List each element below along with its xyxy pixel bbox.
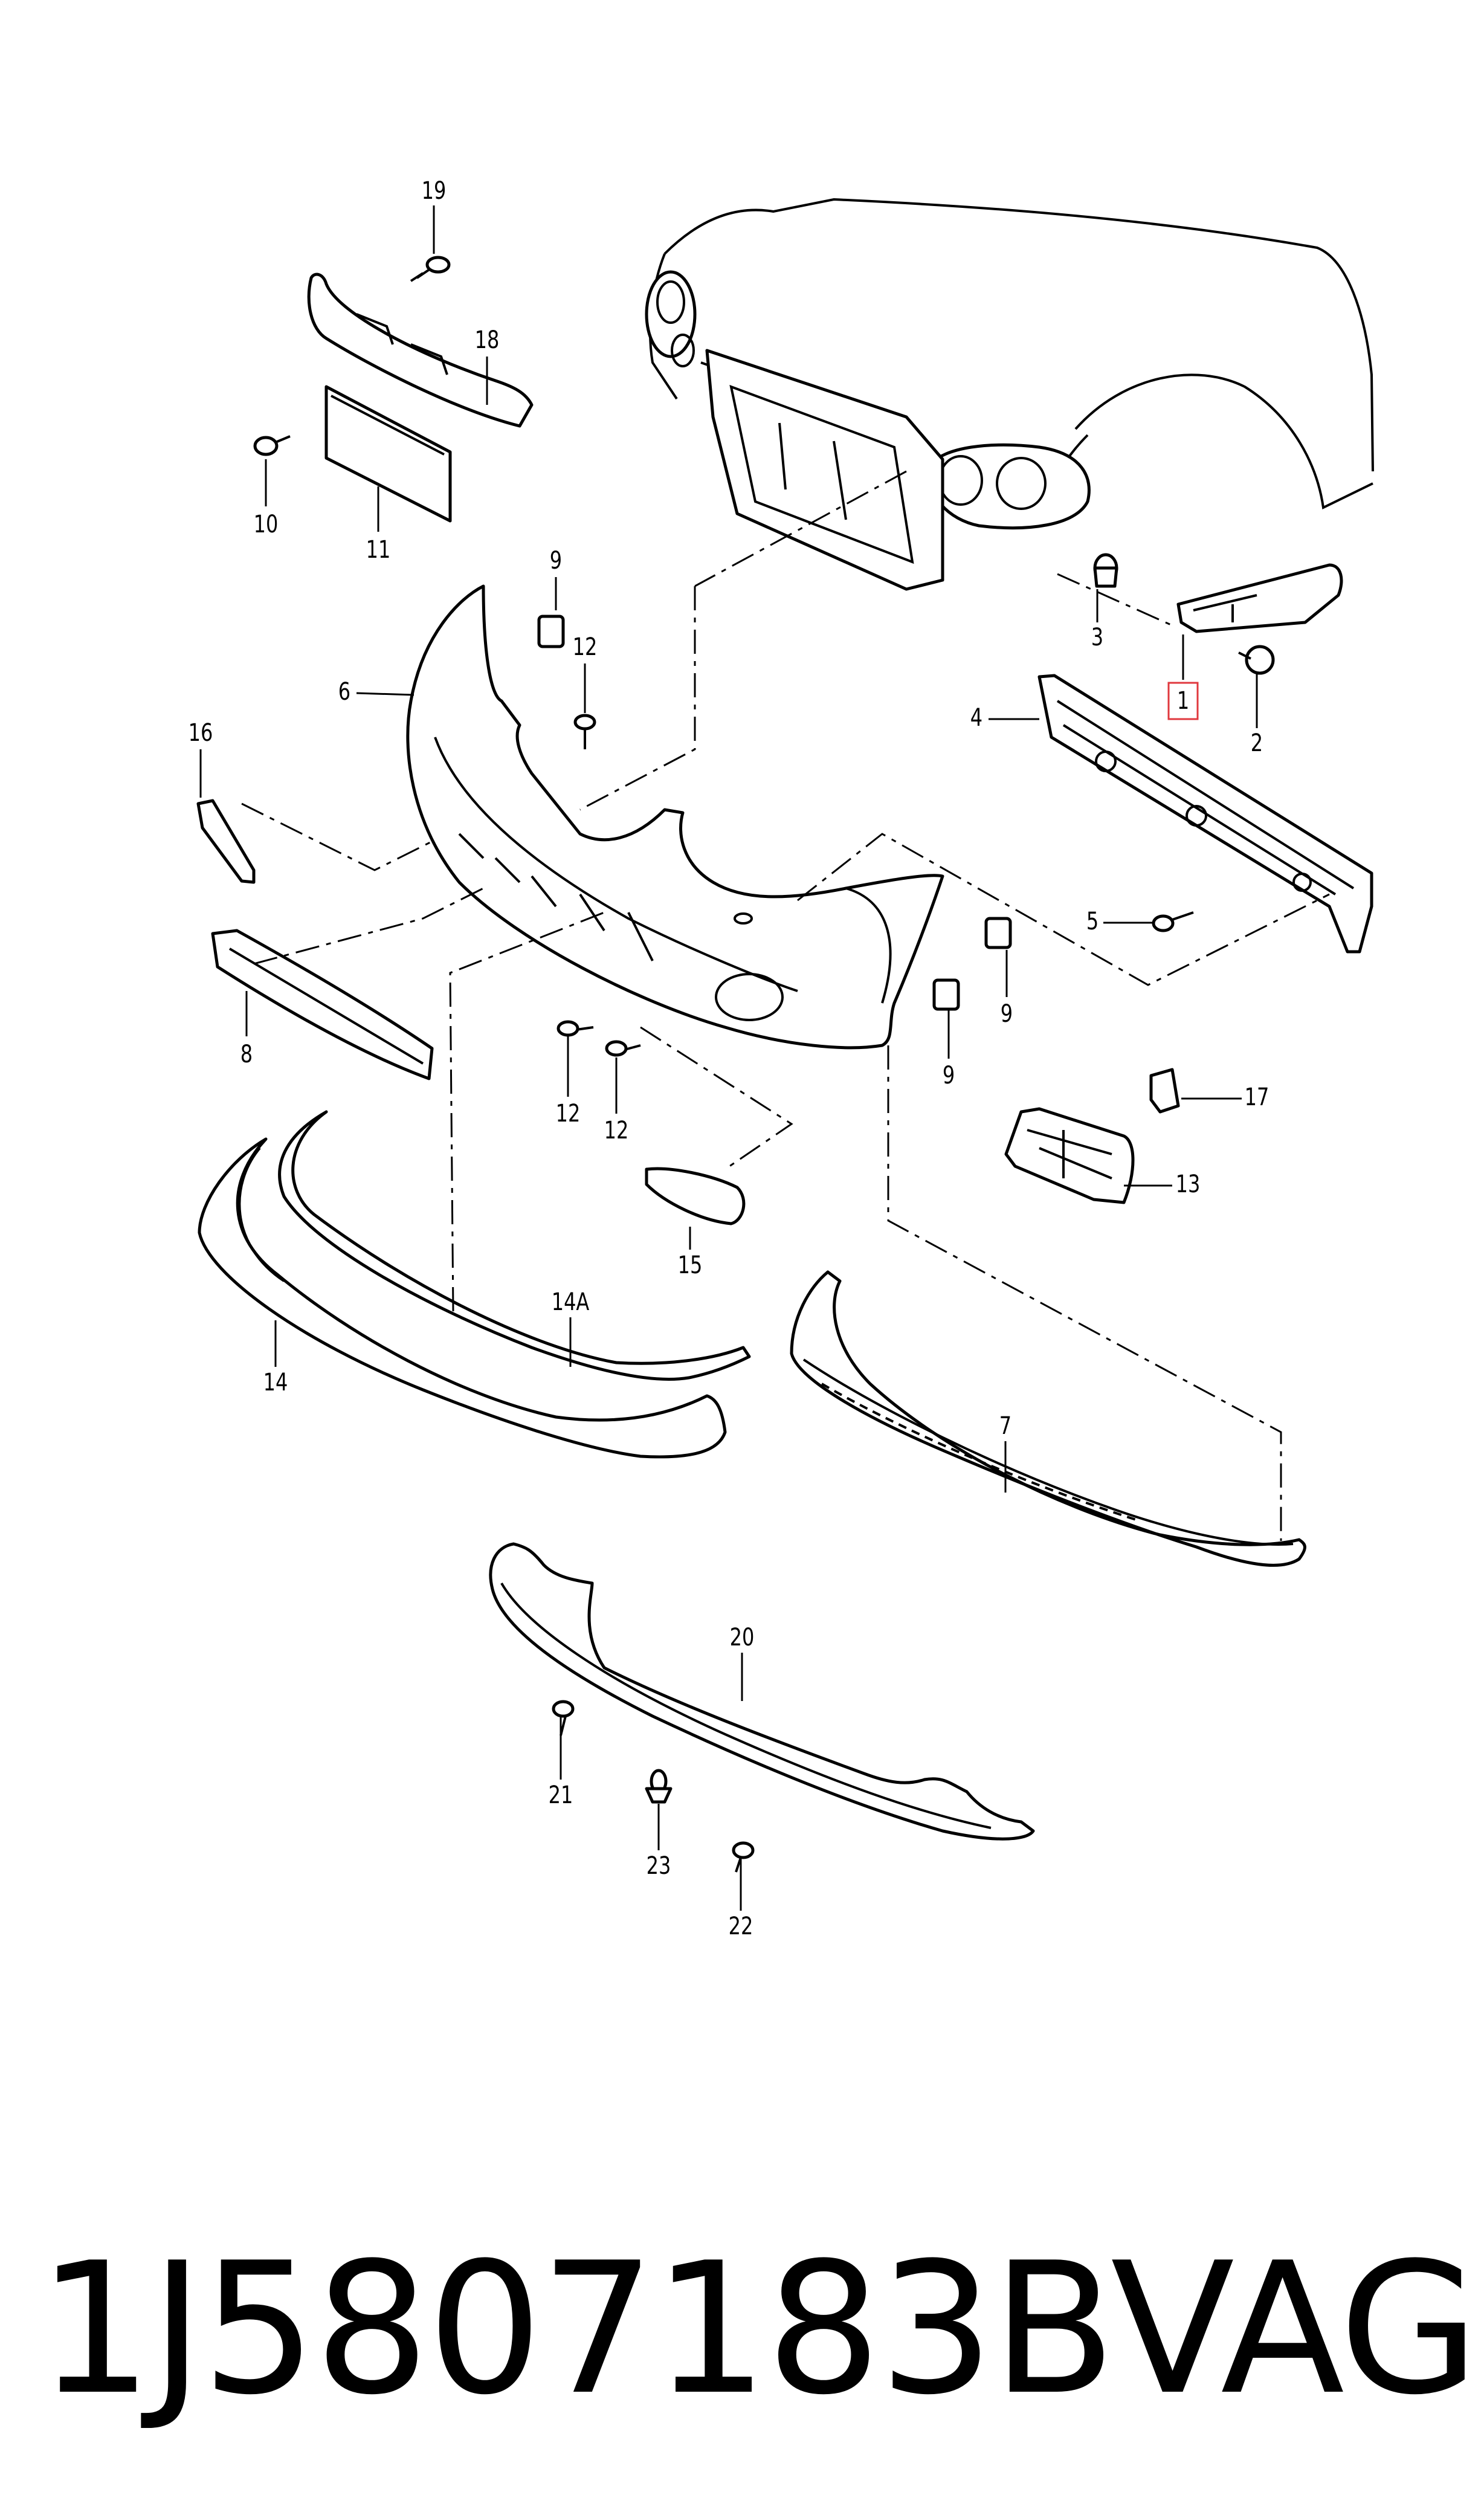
license-plate-11 xyxy=(324,385,452,523)
callout-2: 2 xyxy=(1251,728,1263,757)
screw-22 xyxy=(732,1841,755,1873)
side-grille-16 xyxy=(196,799,256,884)
callout-7: 7 xyxy=(999,1411,1011,1439)
callout-18: 18 xyxy=(475,325,500,353)
clip-3 xyxy=(1093,553,1118,588)
headlight-right xyxy=(928,443,1091,530)
callout-3: 3 xyxy=(1091,622,1103,651)
callout-9: 9 xyxy=(550,546,562,574)
callout-10: 10 xyxy=(254,509,279,538)
callout-5: 5 xyxy=(1086,906,1098,935)
screw-5 xyxy=(1152,911,1194,932)
callout-11: 11 xyxy=(366,535,391,563)
callout-9: 9 xyxy=(1001,999,1013,1027)
callout-12: 12 xyxy=(604,1115,629,1144)
leader-lines xyxy=(199,205,1258,1911)
callout-15: 15 xyxy=(678,1250,703,1279)
callout-23: 23 xyxy=(647,1851,671,1879)
callout-20: 20 xyxy=(730,1622,755,1651)
headlight-left xyxy=(645,270,697,367)
bumper-cover-6 xyxy=(406,584,944,1050)
screw-2 xyxy=(1238,645,1275,675)
radiator-support xyxy=(705,349,944,591)
assembly-lines xyxy=(241,470,1330,1541)
callout-22: 22 xyxy=(729,1911,753,1940)
callout-14: 14 xyxy=(263,1367,288,1396)
callout-17: 17 xyxy=(1245,1082,1269,1111)
callout-8: 8 xyxy=(240,1039,253,1068)
clip-9b xyxy=(984,917,1012,949)
callout-12: 12 xyxy=(573,632,598,660)
spoiler-14 xyxy=(198,1137,727,1459)
callout-14A: 14A xyxy=(552,1287,590,1315)
screw-12b xyxy=(556,1020,594,1037)
callout-1: 1 xyxy=(1177,686,1189,714)
fog-cover-15 xyxy=(645,1167,746,1225)
trim-14A xyxy=(278,1110,751,1381)
lower-guard-20 xyxy=(489,1542,1035,1841)
callout-19: 19 xyxy=(422,176,447,204)
lower-grille-8 xyxy=(211,929,434,1080)
callout-labels: 123456789991011121212131414A151617181920… xyxy=(189,176,1269,1940)
callout-12: 12 xyxy=(556,1099,581,1127)
highlight-box-1 xyxy=(1167,682,1199,720)
callout-21: 21 xyxy=(549,1780,573,1809)
clip-23 xyxy=(645,1769,673,1804)
plate-bracket-18 xyxy=(307,273,534,428)
undertray-7 xyxy=(790,1270,1306,1567)
screw-10 xyxy=(253,435,291,456)
bracket-1 xyxy=(1176,563,1343,633)
screw-19 xyxy=(410,256,451,282)
callout-9: 9 xyxy=(943,1060,955,1089)
callout-13: 13 xyxy=(1176,1169,1201,1198)
callout-16: 16 xyxy=(189,718,213,746)
bracket-13 xyxy=(1004,1107,1135,1204)
part-number: 1J5807183B xyxy=(37,2224,1116,2435)
screw-12a xyxy=(573,714,596,749)
callout-6: 6 xyxy=(338,677,350,705)
impact-bar-4 xyxy=(1037,674,1373,954)
callout-4: 4 xyxy=(970,703,982,731)
clip-9c xyxy=(932,978,960,1011)
screw-21 xyxy=(552,1700,575,1736)
screw-12c xyxy=(605,1040,641,1057)
brand-name: VAG xyxy=(1111,2224,1479,2435)
clip-17 xyxy=(1149,1068,1180,1114)
clip-9a xyxy=(537,615,565,648)
